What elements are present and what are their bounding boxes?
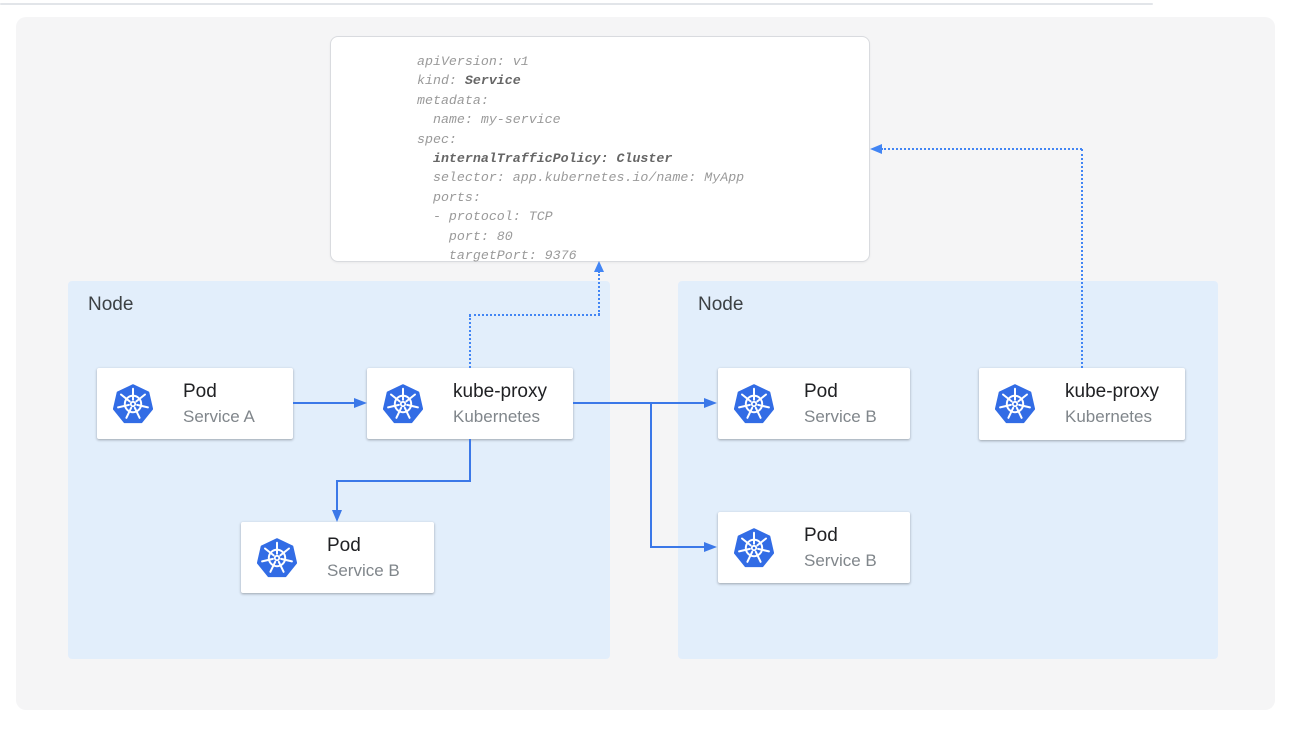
kube-proxy-card-right: kube-proxy Kubernetes (979, 368, 1185, 440)
pod-card-service-a: Pod Service A (97, 368, 293, 439)
card-title: kube-proxy (453, 380, 547, 402)
card-title: kube-proxy (1065, 381, 1159, 403)
node-left: Node Pod Service A kube-proxy Kubernetes… (68, 281, 610, 659)
kubernetes-icon (113, 383, 153, 423)
pod-card-service-b-top-right: Pod Service B (718, 368, 910, 439)
kubernetes-icon (257, 537, 297, 577)
arrowhead-down-icon (332, 510, 342, 522)
dotted-line-right (469, 314, 600, 316)
kubernetes-icon (734, 527, 774, 567)
card-subtitle: Service A (183, 406, 255, 426)
arrow-elbow-left (336, 480, 471, 482)
dotted-line-left-to-yaml (881, 148, 1082, 150)
arrowhead-right-icon (704, 398, 717, 408)
card-subtitle: Service B (804, 550, 877, 570)
arrow-pod-a-to-kube-proxy (293, 402, 355, 404)
node-label: Node (698, 294, 744, 315)
card-subtitle: Kubernetes (453, 406, 540, 426)
card-title: Pod (804, 524, 838, 546)
arrow-down-to-pod-b (336, 480, 338, 511)
top-divider-line (0, 3, 1153, 5)
dotted-line-right-kube-proxy-up (1081, 149, 1083, 368)
arrow-kube-proxy-down (469, 439, 471, 482)
node-label: Node (88, 294, 134, 315)
kubernetes-icon (734, 383, 774, 423)
card-title: Pod (804, 380, 838, 402)
arrowhead-up-icon (594, 261, 604, 272)
dotted-line-kube-proxy-up (469, 315, 471, 368)
arrow-branch-down (650, 402, 652, 548)
pod-card-service-b-bottom-right: Pod Service B (718, 512, 910, 583)
kubernetes-icon (995, 384, 1035, 424)
kubernetes-icon (383, 383, 423, 423)
arrowhead-right-icon (354, 398, 367, 408)
node-right: Node Pod Service B Pod Service B kube-pr… (678, 281, 1218, 659)
card-subtitle: Service B (327, 560, 400, 580)
card-subtitle: Kubernetes (1065, 407, 1152, 427)
dotted-line-up-to-yaml (598, 271, 600, 315)
card-title: Pod (183, 380, 217, 402)
card-subtitle: Service B (804, 406, 877, 426)
kube-proxy-card-left: kube-proxy Kubernetes (367, 368, 573, 439)
pod-card-service-b-left: Pod Service B (241, 522, 434, 593)
arrowhead-left-icon (870, 144, 882, 154)
arrow-kube-proxy-to-pod-b-bottom (651, 546, 704, 548)
arrow-kube-proxy-to-pod-b-top (573, 402, 704, 404)
arrowhead-right-icon (704, 542, 717, 552)
card-title: Pod (327, 534, 361, 556)
